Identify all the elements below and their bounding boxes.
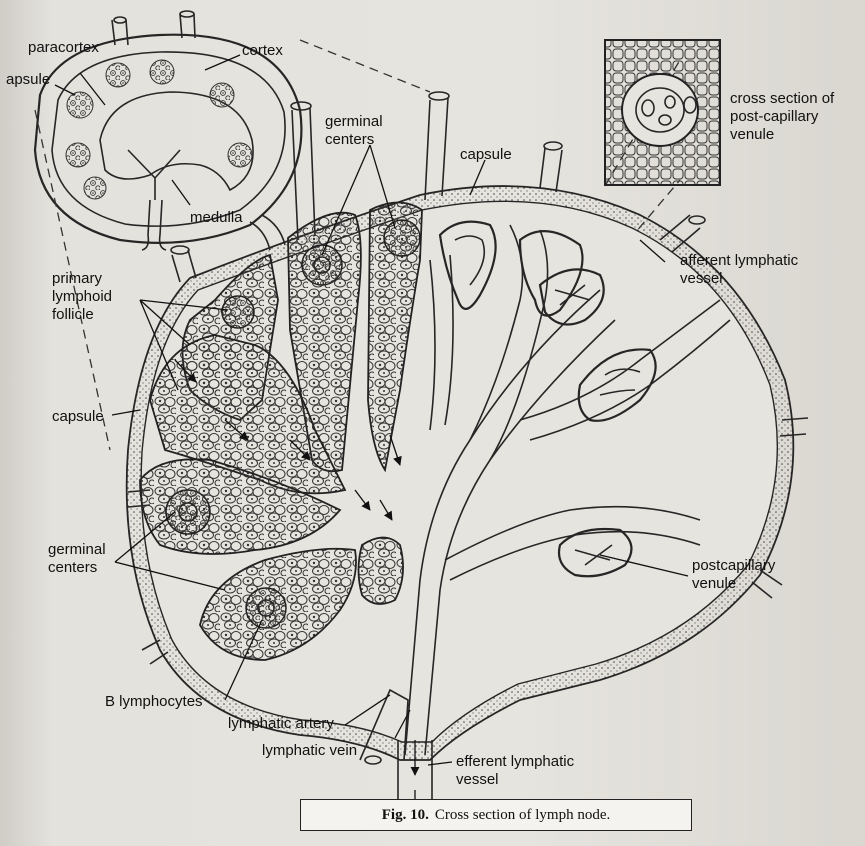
figure-number: Fig. 10. [382,807,429,824]
label-inset-capsule: apsule [6,71,50,88]
label-line: germinal [325,113,383,130]
label-line: centers [48,559,97,576]
label-capsule-top: capsule [460,146,512,163]
label-paracortex: paracortex [28,39,99,56]
label-cortex: cortex [242,42,283,59]
label-line: centers [325,131,374,148]
label-lymphatic-artery: lymphatic artery [228,715,334,732]
label-line: primary [52,270,103,287]
label-medulla: medulla [190,209,243,226]
label-line: cross section of [730,90,835,107]
label-line: vessel [456,771,499,788]
label-lymphatic-vein: lymphatic vein [262,742,357,759]
label-line: postcapillary [692,557,776,574]
label-capsule-left: capsule [52,408,104,425]
label-line: post-capillary [730,108,819,125]
figure-caption: Fig. 10. Cross section of lymph node. [300,799,692,831]
cross-section-inset [605,40,720,185]
label-line: germinal [48,541,106,558]
label-b-lymphocytes: B lymphocytes [105,693,203,710]
label-line: vessel [680,270,723,287]
label-line: efferent lymphatic [456,753,575,770]
inset-follicles [66,60,252,199]
label-line: venule [692,575,736,592]
label-line: venule [730,126,774,143]
figure-caption-text: Cross section of lymph node. [435,807,610,824]
label-line: follicle [52,306,94,323]
label-line: lymphoid [52,288,112,305]
label-line: afferent lymphatic [680,252,799,269]
